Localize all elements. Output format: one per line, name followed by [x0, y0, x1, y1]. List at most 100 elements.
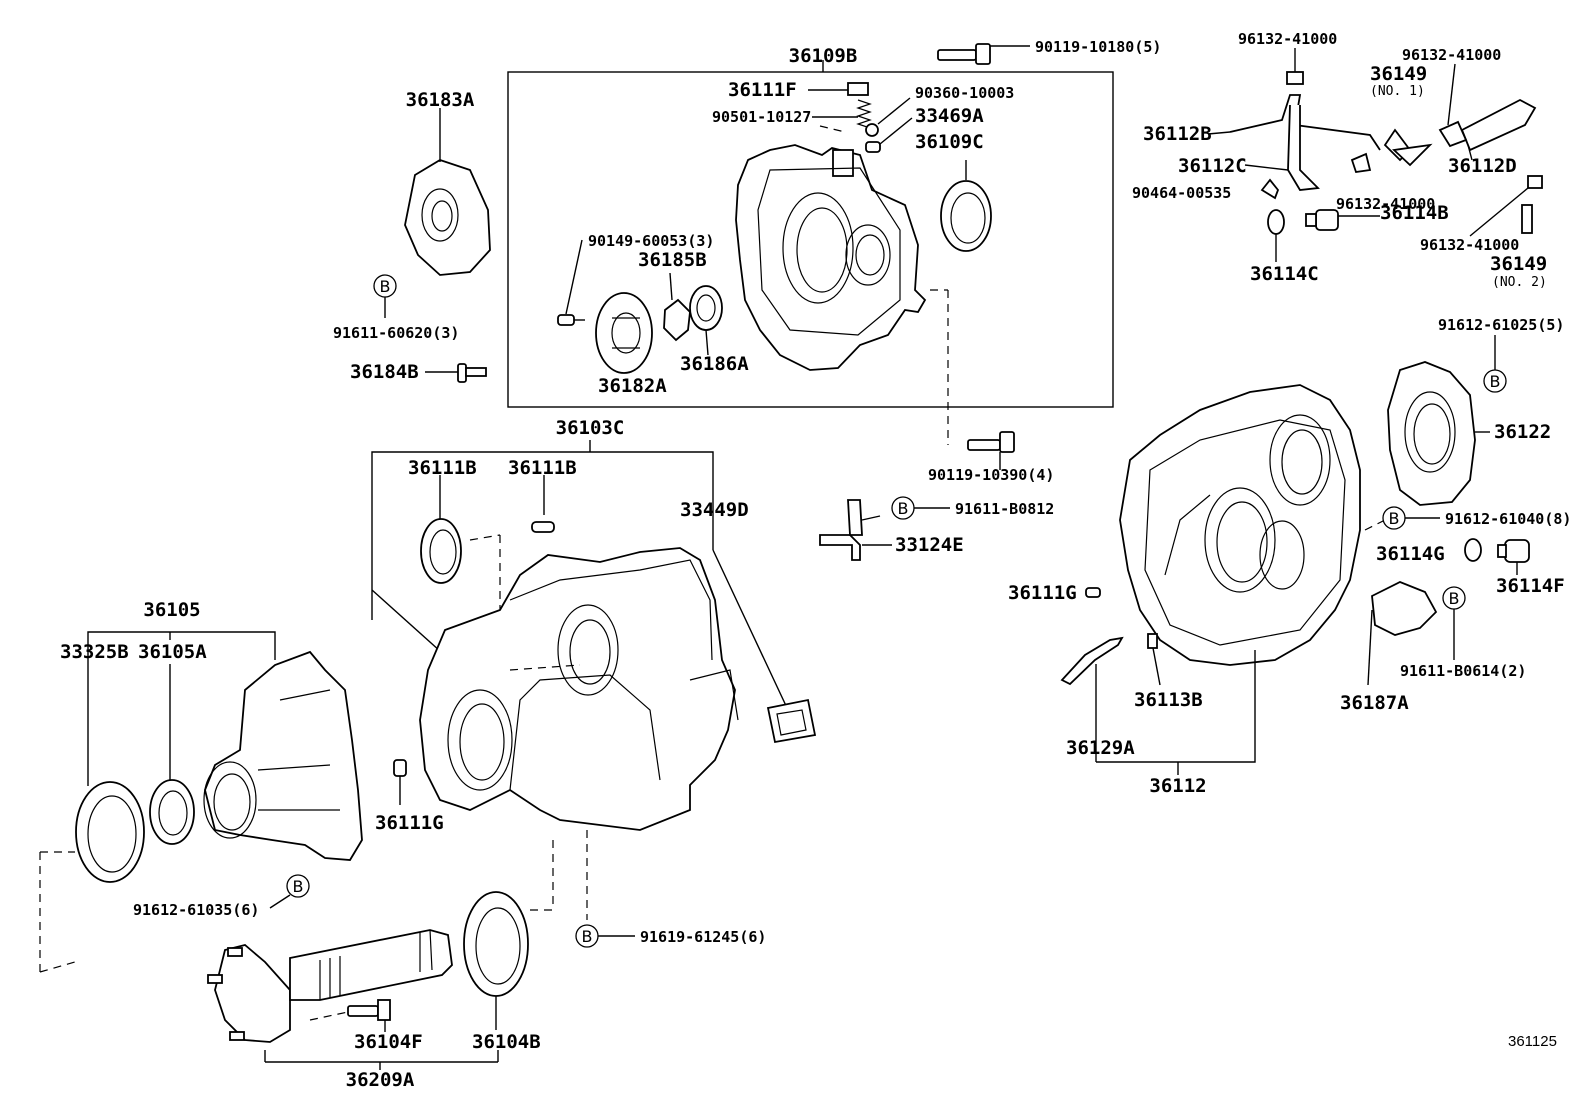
label-36112D: 36112D	[1448, 155, 1517, 177]
label-36149-no1-sub: (NO. 1)	[1370, 84, 1425, 99]
label-36111B-1: 36111B	[408, 457, 477, 479]
bolt-marker-text: B	[898, 499, 909, 518]
bolt-90119-10390	[967, 431, 1015, 470]
label-91612-61035: 91612-61035(6)	[133, 901, 259, 919]
oil-seal-36109C	[940, 160, 992, 252]
label-33124E: 33124E	[895, 534, 964, 556]
bolt-marker-text: B	[1389, 509, 1400, 528]
pump-body-36182A	[595, 292, 653, 374]
pin-36111B	[531, 521, 555, 533]
pin-36113B	[1147, 633, 1161, 686]
label-33469A: 33469A	[915, 105, 984, 127]
cover-36122	[1387, 361, 1490, 506]
bolt-marker-text: B	[380, 277, 391, 296]
label-36183A: 36183A	[406, 89, 475, 111]
transfer-case-36103C	[419, 547, 739, 831]
label-36186A: 36186A	[680, 353, 749, 375]
cover-36187A	[1367, 581, 1438, 686]
extension-housing-36105	[203, 650, 363, 861]
label-36112C: 36112C	[1178, 155, 1247, 177]
bolt-marker-b	[286, 874, 310, 898]
label-36111G-left: 36111G	[375, 812, 444, 834]
bolt-36104F	[347, 999, 391, 1032]
label-96132-low: 96132-41000	[1420, 236, 1519, 254]
label-36185B: 36185B	[638, 249, 707, 271]
label-91611-60620: 91611-60620(3)	[333, 324, 459, 342]
label-36149-no1: 36149	[1370, 63, 1427, 85]
cover-plate-36183A	[404, 108, 491, 276]
plug-36114B	[1305, 209, 1380, 231]
label-36111F: 36111F	[728, 79, 797, 101]
label-91611-B0614: 91611-B0614(2)	[1400, 662, 1526, 680]
label-90149-60053: 90149-60053(3)	[588, 232, 714, 250]
seal-36104B	[463, 891, 529, 1030]
pin-36111G	[393, 759, 407, 805]
label-36129A: 36129A	[1066, 737, 1135, 759]
spring-90501-10127	[812, 99, 872, 133]
label-36104F: 36104F	[354, 1031, 423, 1053]
bolt-marker-text: B	[293, 877, 304, 896]
label-96132-top-2: 96132-41000	[1402, 46, 1501, 64]
label-33325B: 33325B	[60, 641, 129, 663]
clip-90464	[1260, 178, 1280, 200]
label-36187A: 36187A	[1340, 692, 1409, 714]
label-36113B: 36113B	[1134, 689, 1203, 711]
label-90464-00535: 90464-00535	[1132, 184, 1231, 202]
label-90119-10180: 90119-10180(5)	[1035, 38, 1161, 56]
pump-gear-36185B	[663, 272, 691, 342]
label-36114F: 36114F	[1496, 575, 1565, 597]
label-36184B: 36184B	[350, 361, 419, 383]
plate-33449D	[766, 698, 817, 744]
label-36122: 36122	[1494, 421, 1551, 443]
transfer-case-36112	[1119, 384, 1361, 666]
label-91611-B0812: 91611-B0812	[955, 500, 1054, 518]
bolt-90119-10180	[937, 43, 1030, 65]
label-36105: 36105	[143, 599, 200, 621]
dipstick-36129A	[1060, 636, 1124, 762]
washer-36114C	[1267, 209, 1285, 262]
oil-seal-36111B	[420, 518, 462, 584]
label-91612-61025: 91612-61025(5)	[1438, 316, 1564, 334]
label-90501-10127: 90501-10127	[712, 108, 811, 126]
label-33449D: 33449D	[680, 499, 749, 521]
label-36105A: 36105A	[138, 641, 207, 663]
bolt-36184B	[425, 363, 487, 383]
screw-90149-60053	[557, 239, 585, 326]
bolt-marker-text: B	[1449, 589, 1460, 608]
bolt-marker-text: B	[582, 927, 593, 946]
label-90360-10003: 90360-10003	[915, 84, 1014, 102]
pin-36111G-right	[1085, 587, 1101, 598]
oil-seal-33325B	[75, 781, 145, 883]
figure-id: 361125	[1508, 1033, 1557, 1050]
label-90119-10390: 90119-10390(4)	[928, 466, 1054, 484]
bracket-33124E	[819, 499, 892, 561]
label-36109C: 36109C	[915, 131, 984, 153]
label-36103C: 36103C	[556, 417, 625, 439]
label-36114C: 36114C	[1250, 263, 1319, 285]
clamp-96132-a	[1286, 71, 1304, 85]
bolt-marker-b	[1483, 369, 1507, 393]
washer-36114G	[1464, 538, 1482, 562]
label-36104B: 36104B	[472, 1031, 541, 1053]
plug-36111F	[808, 82, 869, 96]
label-36114G: 36114G	[1376, 543, 1445, 565]
group-box-36109B	[507, 71, 1114, 408]
plug-33469A	[865, 117, 913, 153]
plug-36114F	[1497, 539, 1530, 575]
label-36111B-2: 36111B	[508, 457, 577, 479]
label-36114B: 36114B	[1380, 202, 1449, 224]
label-91612-61040: 91612-61040(8)	[1445, 510, 1571, 528]
label-36209A: 36209A	[346, 1069, 415, 1091]
label-96132-mid: 96132-41000	[1336, 195, 1435, 213]
label-36111G-right: 36111G	[1008, 582, 1077, 604]
label-36109B: 36109B	[789, 45, 858, 67]
label-36149-no2-sub: (NO. 2)	[1492, 275, 1547, 290]
cover-housing-top	[735, 144, 927, 371]
label-36149-no2: 36149	[1490, 253, 1547, 275]
output-flange-shaft	[207, 929, 453, 1043]
seal-36105A	[149, 779, 195, 845]
gasket-90360-10003	[865, 97, 911, 137]
label-36112B: 36112B	[1143, 123, 1212, 145]
